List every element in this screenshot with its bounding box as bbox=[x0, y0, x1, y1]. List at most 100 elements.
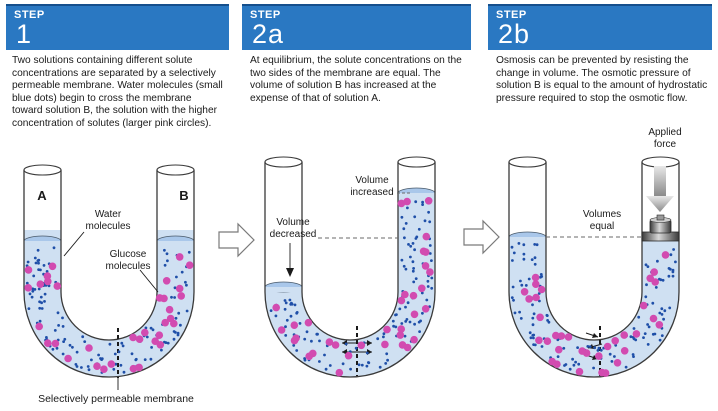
label-water-1: Water bbox=[95, 209, 122, 220]
glucose-molecule bbox=[141, 328, 149, 337]
water-molecule bbox=[568, 367, 572, 371]
water-molecule bbox=[402, 264, 406, 268]
glucose-molecule bbox=[424, 197, 433, 205]
water-molecule bbox=[28, 292, 32, 296]
water-molecule bbox=[574, 360, 577, 364]
glucose-molecule bbox=[548, 357, 556, 366]
glucose-molecule bbox=[335, 368, 344, 377]
water-molecule bbox=[176, 333, 180, 337]
water-molecule bbox=[349, 367, 352, 371]
glucose-molecule bbox=[403, 343, 412, 352]
water-molecule bbox=[173, 296, 177, 299]
glucose-molecule bbox=[357, 341, 366, 350]
water-molecule bbox=[646, 265, 650, 268]
glucose-molecule bbox=[401, 290, 409, 299]
water-molecule bbox=[62, 340, 65, 343]
water-molecule bbox=[662, 317, 665, 321]
glucose-molecule bbox=[24, 284, 32, 292]
water-molecule bbox=[108, 342, 112, 346]
water-molecule bbox=[540, 275, 544, 278]
water-molecule bbox=[173, 286, 177, 290]
step-1-number: 1 bbox=[16, 19, 33, 49]
water-molecule bbox=[323, 353, 326, 357]
step-1-header: STEP 1 bbox=[6, 4, 229, 50]
water-molecule bbox=[172, 337, 176, 341]
water-molecule bbox=[283, 307, 287, 311]
water-molecule bbox=[533, 262, 537, 266]
water-molecule bbox=[172, 330, 176, 333]
water-molecule bbox=[386, 358, 389, 362]
water-molecule bbox=[290, 302, 294, 306]
water-molecule bbox=[26, 260, 30, 264]
water-molecule bbox=[400, 258, 404, 262]
weight-piston bbox=[641, 214, 680, 242]
step-1-label: STEP bbox=[14, 9, 45, 21]
step-1-description: Two solutions containing different solut… bbox=[12, 55, 223, 129]
water-molecule bbox=[531, 303, 534, 307]
water-molecule bbox=[357, 363, 361, 367]
glucose-molecule bbox=[632, 330, 641, 338]
water-molecule bbox=[288, 298, 292, 302]
water-molecule bbox=[38, 319, 42, 323]
water-molecule bbox=[511, 259, 514, 262]
glucose-molecule bbox=[422, 232, 431, 241]
water-molecule bbox=[414, 277, 418, 280]
glucose-molecule bbox=[53, 282, 62, 290]
water-molecule bbox=[51, 347, 55, 351]
glucose-molecule bbox=[410, 310, 419, 319]
water-molecule bbox=[184, 280, 187, 284]
glucose-molecule bbox=[175, 253, 184, 261]
glucose-molecule bbox=[43, 272, 52, 280]
water-molecule bbox=[360, 363, 364, 367]
water-molecule bbox=[519, 279, 522, 283]
label-volume-decreased-1: Volume bbox=[276, 217, 310, 228]
water-molecule bbox=[384, 362, 388, 365]
glucose-molecule bbox=[129, 333, 137, 342]
water-molecule bbox=[407, 243, 410, 246]
water-molecule bbox=[318, 360, 321, 363]
water-molecule bbox=[613, 355, 616, 358]
water-molecule bbox=[42, 264, 46, 267]
water-molecule bbox=[30, 295, 34, 299]
glucose-molecule bbox=[650, 268, 658, 276]
label-volumes-equal-1: Volumes bbox=[583, 209, 621, 220]
water-molecule bbox=[292, 344, 296, 347]
water-molecule bbox=[164, 341, 168, 344]
glucose-molecule bbox=[426, 268, 434, 276]
glucose-molecule bbox=[305, 352, 314, 361]
water-molecule bbox=[658, 338, 662, 342]
arrow-right-icon bbox=[218, 222, 255, 258]
water-molecule bbox=[38, 306, 42, 310]
water-molecule bbox=[130, 352, 134, 356]
water-molecule bbox=[644, 295, 648, 299]
water-molecule bbox=[518, 310, 521, 314]
water-molecule bbox=[284, 325, 287, 329]
water-molecule bbox=[385, 352, 389, 356]
water-molecule bbox=[529, 336, 533, 340]
glucose-molecule bbox=[277, 326, 286, 334]
water-molecule bbox=[382, 335, 385, 339]
water-molecule bbox=[426, 285, 430, 288]
water-molecule bbox=[32, 274, 36, 278]
water-molecule bbox=[421, 311, 424, 315]
water-molecule bbox=[61, 316, 64, 320]
glucose-molecule bbox=[620, 331, 628, 339]
water-molecule bbox=[33, 288, 37, 291]
water-molecule bbox=[149, 357, 153, 361]
water-molecule bbox=[305, 330, 309, 334]
glucose-molecule bbox=[537, 285, 546, 294]
molecules-1 bbox=[24, 246, 194, 374]
step-2b-label: STEP bbox=[496, 9, 527, 21]
water-molecule bbox=[522, 257, 526, 261]
label-solution-a: A bbox=[37, 188, 47, 203]
glucose-molecule bbox=[185, 261, 194, 270]
water-molecule bbox=[643, 332, 647, 335]
water-molecule bbox=[545, 314, 549, 317]
water-molecule bbox=[404, 320, 408, 323]
glucose-molecule bbox=[649, 314, 658, 323]
glucose-molecule bbox=[555, 345, 563, 354]
glucose-molecule bbox=[135, 335, 144, 344]
water-molecule bbox=[409, 255, 412, 259]
water-molecule bbox=[394, 325, 398, 329]
glucose-molecule bbox=[578, 347, 586, 355]
